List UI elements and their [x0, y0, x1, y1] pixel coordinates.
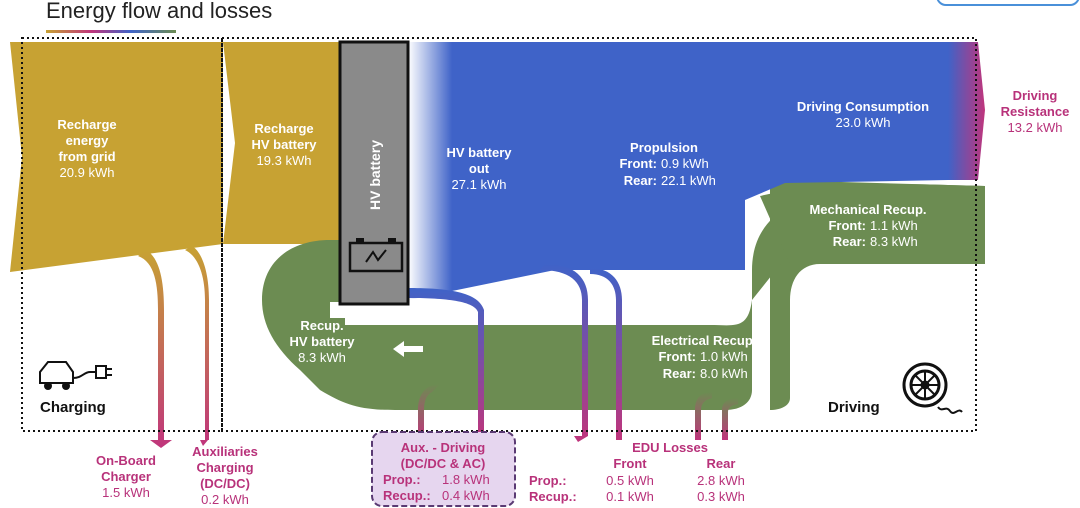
recup-hv-value: 8.3 kWh: [298, 350, 346, 365]
wheel-icon: [902, 362, 963, 414]
hv-out-value: 27.1 kWh: [452, 177, 507, 192]
flow-driving-resistance: [948, 42, 985, 180]
flow-propulsion: [555, 42, 948, 270]
recharge-hv-line2: HV battery: [251, 137, 317, 152]
flow-recharge-grid: [10, 42, 223, 272]
recharge-grid-line2: energy: [66, 133, 109, 148]
edu-rear-prop-value: 2.8 kWh: [697, 473, 745, 488]
driving-resistance-line1: Driving: [1013, 88, 1058, 103]
recharge-grid-line3: from grid: [58, 149, 115, 164]
charging-section: [21, 37, 223, 432]
edu-front-label: Front: [613, 456, 647, 471]
edu-recup-label: Recup.:: [529, 489, 577, 504]
elec-recup-title: Electrical Recup.: [652, 333, 757, 348]
aux-driving-recup-value: 0.4 kWh: [442, 488, 490, 503]
aux-charging-value: 0.2 kWh: [201, 492, 249, 507]
flow-edu-rear-recup-loss: [722, 398, 738, 440]
mech-recup-rear-label: Rear:: [833, 234, 866, 249]
hv-out-line2: out: [469, 161, 490, 176]
aux-driving-prop-value: 1.8 kWh: [442, 472, 490, 487]
obc-loss-value: 1.5 kWh: [102, 485, 150, 500]
hv-out-line1: HV battery: [446, 145, 512, 160]
flow-aux-prop-loss: [408, 288, 484, 440]
aux-driving-prop-label: Prop.:: [383, 472, 421, 487]
recharge-hv-value: 19.3 kWh: [257, 153, 312, 168]
flow-edu-front-prop-loss: [540, 264, 588, 442]
edu-losses-title: EDU Losses: [632, 440, 708, 455]
driving-section: [221, 37, 977, 432]
flow-mech-recup-top: [760, 184, 985, 264]
recharge-hv-line1: Recharge: [254, 121, 313, 136]
propulsion-front-label: Front:: [619, 156, 657, 171]
driving-section-label: Driving: [828, 399, 880, 416]
chart-title: Energy flow and losses: [46, 0, 272, 23]
recup-arrow-icon: [393, 341, 423, 357]
flow-edu-front-recup-loss: [695, 392, 712, 440]
propulsion-front-value: 0.9 kWh: [661, 156, 709, 171]
flow-onboard-charger-loss: [138, 250, 172, 448]
aux-driving-line2: (DC/DC & AC): [401, 456, 486, 471]
obc-loss-line1: On-Board: [96, 453, 156, 468]
propulsion-title: Propulsion: [630, 140, 698, 155]
edu-front-recup-value: 0.1 kWh: [606, 489, 654, 504]
aux-driving-box: [371, 431, 516, 507]
charging-section-label: Charging: [40, 399, 106, 416]
driving-resistance-line2: Resistance: [1001, 104, 1070, 119]
hv-battery: [338, 40, 410, 306]
edu-rear-recup-value: 0.3 kWh: [697, 489, 745, 504]
flow-electrical-recup: [262, 196, 835, 410]
recup-channel: [330, 302, 480, 318]
aux-driving-line1: Aux. - Driving: [401, 440, 486, 455]
edu-rear-label: Rear: [707, 456, 736, 471]
obc-loss-line2: Charger: [101, 469, 151, 484]
driving-consumption-title: Driving Consumption: [797, 99, 929, 114]
edu-prop-label: Prop.:: [529, 473, 567, 488]
flow-aux-recup-loss: [418, 384, 440, 440]
hv-battery-label: HV battery: [367, 140, 383, 210]
mech-recup-rear-value: 8.3 kWh: [870, 234, 918, 249]
aux-charging-line2: Charging: [196, 460, 253, 475]
charging-car-icon: [39, 361, 112, 390]
recharge-grid-line1: Recharge: [57, 117, 116, 132]
battery-icon: [348, 238, 404, 273]
flow-hv-battery-out: [408, 42, 555, 300]
driving-consumption-value: 23.0 kWh: [836, 115, 891, 130]
flow-edu-rear-prop-loss: [590, 268, 622, 440]
elec-recup-rear-value: 8.0 kWh: [700, 366, 748, 381]
elec-recup-front-value: 1.0 kWh: [700, 349, 748, 364]
title-underline: [46, 30, 176, 33]
recup-hv-line2: HV battery: [289, 334, 355, 349]
flow-aux-charging-loss: [185, 246, 209, 446]
mech-recup-title: Mechanical Recup.: [809, 202, 926, 217]
edu-front-prop-value: 0.5 kWh: [606, 473, 654, 488]
mech-recup-front-value: 1.1 kWh: [870, 218, 918, 233]
aux-charging-line3: (DC/DC): [200, 476, 250, 491]
driving-resistance-value: 13.2 kWh: [1008, 120, 1063, 135]
recup-hv-line1: Recup.: [300, 318, 343, 333]
propulsion-rear-label: Rear:: [624, 173, 657, 188]
propulsion-rear-value: 22.1 kWh: [661, 173, 716, 188]
mech-recup-front-label: Front:: [828, 218, 866, 233]
recharge-grid-value: 20.9 kWh: [60, 165, 115, 180]
aux-charging-line1: Auxiliaries: [192, 444, 258, 459]
elec-recup-front-label: Front:: [658, 349, 696, 364]
aux-driving-recup-label: Recup.:: [383, 488, 431, 503]
elec-recup-rear-label: Rear:: [663, 366, 696, 381]
flow-recharge-hv: [223, 42, 340, 244]
